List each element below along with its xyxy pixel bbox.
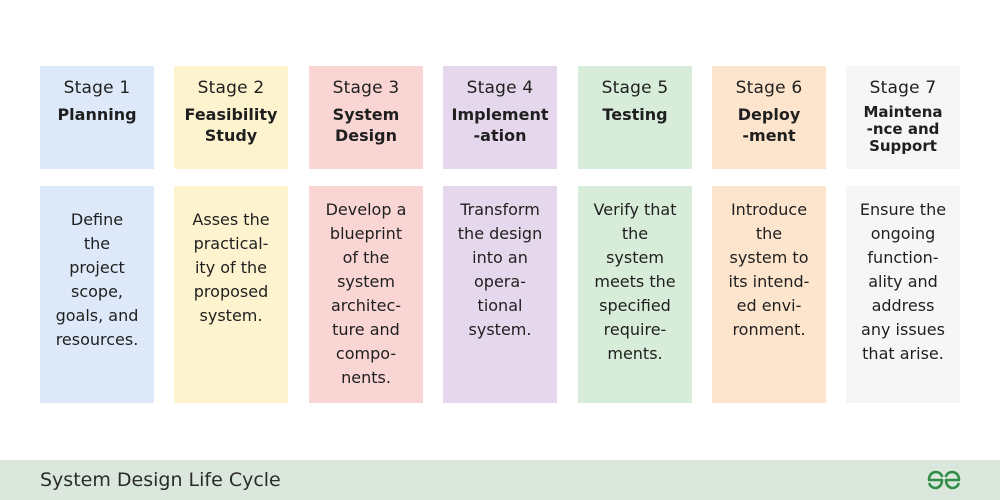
stage-7-header: Stage 7 Maintena -nce and Support	[846, 66, 960, 169]
stage-4-name: Implement -ation	[451, 105, 549, 145]
stage-2-number: Stage 2	[197, 78, 265, 98]
stage-1-number: Stage 1	[63, 78, 131, 98]
stage-7-description: Ensure the ongoing function- ality and a…	[846, 186, 960, 403]
stage-1-header: Stage 1 Planning	[40, 66, 154, 169]
stage-5-number: Stage 5	[601, 78, 669, 98]
stage-6-name: Deploy -ment	[737, 105, 801, 145]
stage-5-description: Verify that the system meets the specifi…	[578, 186, 692, 403]
stage-6-number: Stage 6	[735, 78, 803, 98]
stage-4-description: Transform the design into an opera- tion…	[443, 186, 557, 403]
stage-7-name: Maintena -nce and Support	[863, 103, 943, 155]
stage-5-column: Stage 5 Testing Verify that the system m…	[578, 66, 692, 403]
stages-diagram: Stage 1 Planning Define the project scop…	[40, 66, 960, 403]
stage-6-header: Stage 6 Deploy -ment	[712, 66, 826, 169]
stage-1-description: Define the project scope, goals, and res…	[40, 186, 154, 403]
stage-1-column: Stage 1 Planning Define the project scop…	[40, 66, 154, 403]
footer-title: System Design Life Cycle	[40, 469, 281, 491]
stage-3-name: System Design	[332, 105, 400, 145]
stage-1-name: Planning	[57, 105, 137, 124]
stage-3-header: Stage 3 System Design	[309, 66, 423, 169]
footer-bar: System Design Life Cycle	[0, 460, 1000, 500]
stage-6-column: Stage 6 Deploy -ment Introduce the syste…	[712, 66, 826, 403]
stage-2-description: Asses the practical- ity of the proposed…	[174, 186, 288, 403]
stage-7-column: Stage 7 Maintena -nce and Support Ensure…	[846, 66, 960, 403]
geeksforgeeks-logo-icon	[927, 470, 961, 490]
stage-3-column: Stage 3 System Design Develop a blueprin…	[309, 66, 423, 403]
stage-3-number: Stage 3	[332, 78, 400, 98]
stage-6-description: Introduce the system to its intend- ed e…	[712, 186, 826, 403]
stage-4-column: Stage 4 Implement -ation Transform the d…	[443, 66, 557, 403]
stage-2-header: Stage 2 Feasibility Study	[174, 66, 288, 169]
stage-7-number: Stage 7	[869, 78, 937, 98]
stage-2-column: Stage 2 Feasibility Study Asses the prac…	[174, 66, 288, 403]
stage-2-name: Feasibility Study	[184, 105, 278, 145]
stage-4-number: Stage 4	[466, 78, 534, 98]
stage-4-header: Stage 4 Implement -ation	[443, 66, 557, 169]
stage-5-name: Testing	[602, 105, 668, 124]
stage-3-description: Develop a blueprint of the system archit…	[309, 186, 423, 403]
stage-5-header: Stage 5 Testing	[578, 66, 692, 169]
